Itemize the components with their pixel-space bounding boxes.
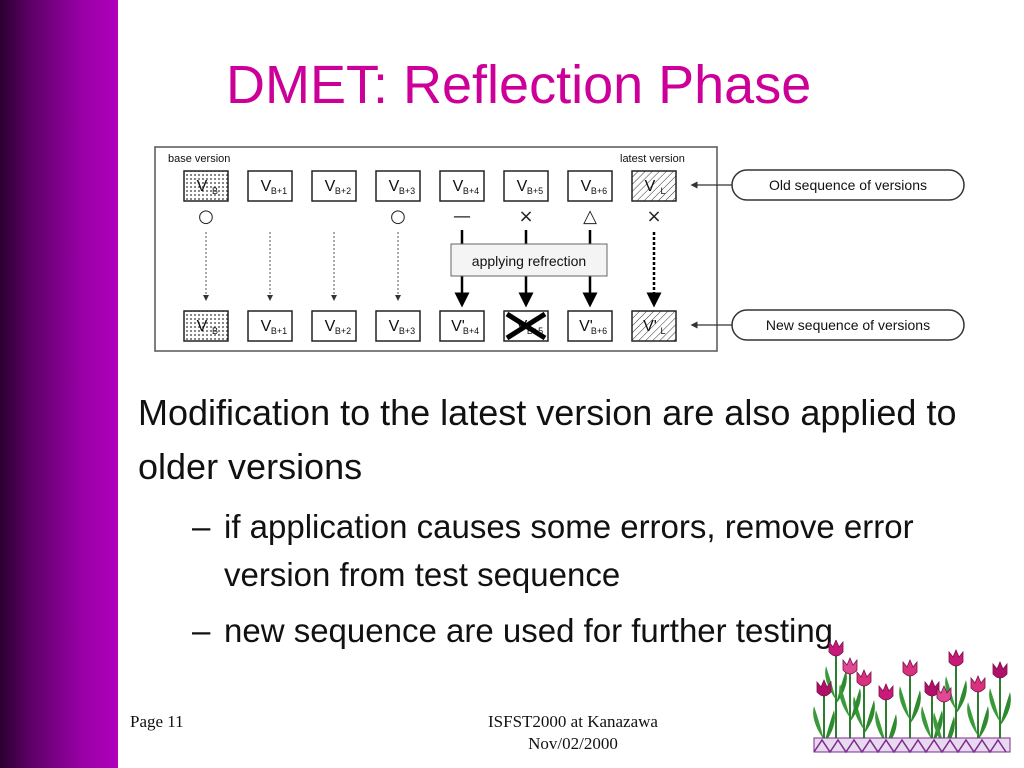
version-label: V' <box>579 318 593 335</box>
version-label: V <box>261 178 272 195</box>
version-label: V' <box>643 318 657 335</box>
version-subscript: B+5 <box>527 186 543 196</box>
sub-bullet-dash: – <box>192 612 211 649</box>
conference-name: ISFST2000 at Kanazawa <box>488 712 658 731</box>
version-subscript: B+1 <box>271 186 287 196</box>
sub-bullet-dash: – <box>192 508 211 545</box>
slide-title: DMET: Reflection Phase <box>226 55 812 115</box>
applying-box <box>450 243 608 277</box>
status-mark: ○ <box>198 206 214 227</box>
status-mark: × <box>518 206 533 227</box>
new-sequence-box <box>731 309 965 341</box>
tulip-icon <box>899 658 921 738</box>
version-subscript: B+4 <box>463 326 479 336</box>
applying-label: applying refrection <box>472 253 586 269</box>
version-label: V' <box>451 318 465 335</box>
version-label: V <box>197 318 208 335</box>
version-subscript: B+6 <box>591 186 607 196</box>
version-subscript: B+3 <box>399 326 415 336</box>
transition-arrows <box>203 230 662 308</box>
version-subscript: L <box>660 186 665 196</box>
page-number: Page 11 <box>130 712 184 731</box>
new-sequence-label: New sequence of versions <box>766 317 930 333</box>
sub-bullet-text: new sequence are used for further testin… <box>224 612 834 649</box>
version-label: V <box>261 318 272 335</box>
latest-version-label: latest version <box>620 153 685 165</box>
tulip-decoration <box>813 640 1011 754</box>
version-label: V <box>517 178 528 195</box>
version-label: V <box>581 178 592 195</box>
version-label: V <box>453 178 464 195</box>
version-label: V <box>389 178 400 195</box>
status-mark: — <box>453 206 471 227</box>
version-subscript: B+2 <box>335 186 351 196</box>
version-subscript: B <box>212 326 218 336</box>
version-subscript: B+2 <box>335 326 351 336</box>
status-mark: ○ <box>390 206 406 227</box>
sub-bullet-2: – new sequence are used for further test… <box>192 607 1004 655</box>
version-label: V <box>197 178 208 195</box>
version-subscript: B+4 <box>463 186 479 196</box>
new-version-box: V'B+6 <box>567 310 613 342</box>
slide-date: Nov/02/2000 <box>528 734 618 753</box>
old-sequence-box <box>731 169 965 201</box>
new-version-box: V'L <box>631 310 677 342</box>
mark-row: ○ ○ — × △ × <box>198 206 661 227</box>
version-subscript: B+1 <box>271 326 287 336</box>
status-mark: △ <box>583 206 597 227</box>
version-label: V <box>389 318 400 335</box>
version-label: V <box>325 178 336 195</box>
status-mark: × <box>646 206 661 227</box>
base-version-label: base version <box>168 153 230 165</box>
version-subscript: B+3 <box>399 186 415 196</box>
sub-bullet-text: if application causes some errors, remov… <box>224 508 914 593</box>
main-bullet: Modification to the latest version are a… <box>138 392 957 487</box>
new-version-box: V'B+4 <box>439 310 485 342</box>
tulip-icon <box>813 678 835 744</box>
cross-mark <box>505 311 547 341</box>
version-subscript: L <box>660 326 665 336</box>
version-label: V <box>325 318 336 335</box>
sidebar-gradient <box>0 0 118 768</box>
old-sequence-label: Old sequence of versions <box>769 177 927 193</box>
version-subscript: B <box>212 186 218 196</box>
tulip-icon <box>989 660 1011 738</box>
version-subscript: B+6 <box>591 326 607 336</box>
new-version-box: VB+5 <box>503 310 549 342</box>
tulip-icon <box>967 674 989 740</box>
tulip-icon <box>839 656 861 738</box>
version-label: V <box>645 178 656 195</box>
sub-bullet-1: – if application causes some errors, rem… <box>192 503 1004 599</box>
